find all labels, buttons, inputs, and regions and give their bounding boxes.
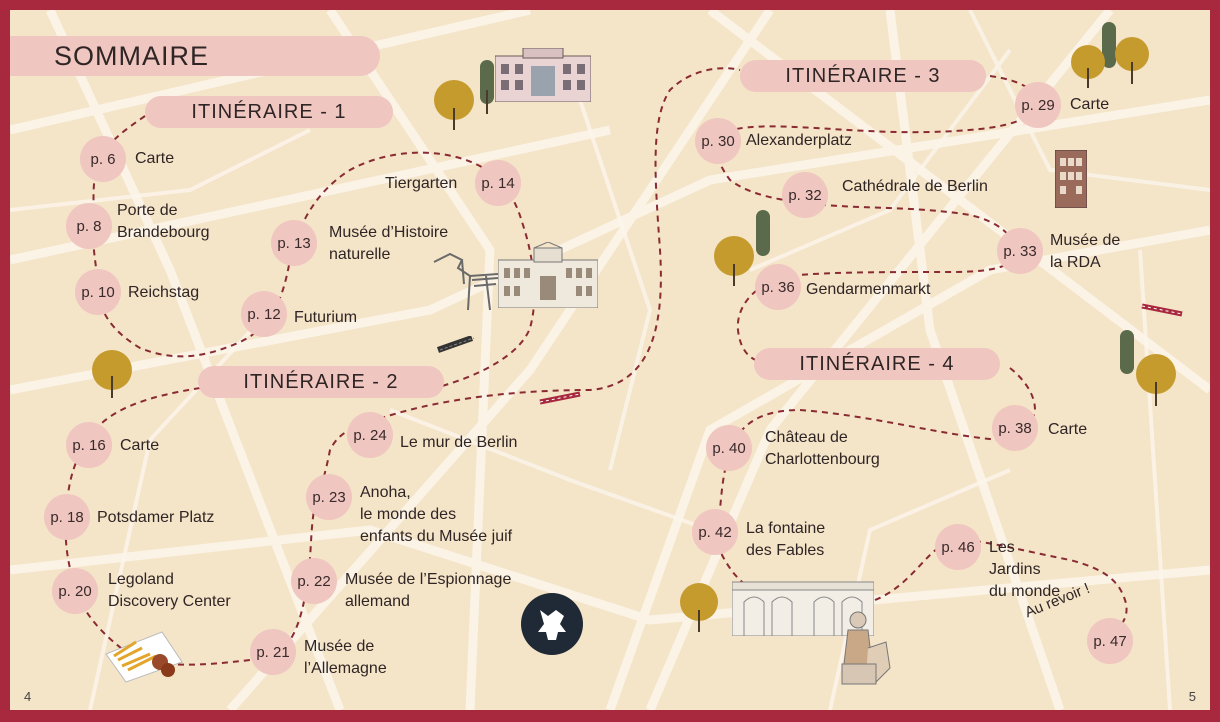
stop-page-badge[interactable]: p. 12 — [241, 291, 287, 337]
stop-page-badge[interactable]: p. 24 — [347, 412, 393, 458]
stop-page-badge[interactable]: p. 32 — [782, 172, 828, 218]
fountain-icon — [732, 581, 874, 636]
stop-page-badge[interactable]: p. 29 — [1015, 82, 1061, 128]
itinerary-3-banner: ITINÉRAIRE - 3 — [740, 60, 986, 92]
train-icon — [1141, 303, 1183, 317]
stop-label[interactable]: Cathédrale de Berlin — [842, 178, 988, 195]
itinerary-4-banner: ITINÉRAIRE - 4 — [754, 348, 1000, 380]
stop-page-badge[interactable]: p. 38 — [992, 405, 1038, 451]
stop-label[interactable]: Musée de l’Espionnage allemand — [345, 571, 512, 610]
museum-icon — [1055, 150, 1087, 208]
stop-page-badge[interactable]: p. 6 — [80, 136, 126, 182]
train-icon — [539, 391, 581, 405]
tree-icon — [434, 60, 494, 130]
stop-label[interactable]: Musée de l’Allemagne — [304, 638, 387, 677]
stop-page-badge[interactable]: p. 33 — [997, 228, 1043, 274]
stop-page-badge[interactable]: p. 22 — [291, 558, 337, 604]
stop-label[interactable]: Carte — [135, 150, 175, 167]
stop-page-badge[interactable]: p. 20 — [52, 568, 98, 614]
stop-label[interactable]: Reichstag — [128, 284, 200, 301]
stop-page-badge[interactable]: p. 21 — [250, 629, 296, 675]
stop-page-badge[interactable]: p. 42 — [692, 509, 738, 555]
page-number-right: 5 — [1188, 689, 1196, 704]
tree-icon — [680, 583, 718, 632]
stop-page-badge[interactable]: p. 14 — [475, 160, 521, 206]
stop-label[interactable]: Carte — [120, 437, 160, 454]
stop-page-badge[interactable]: p. 23 — [306, 474, 352, 520]
page-number-left: 4 — [24, 689, 32, 704]
stop-page-badge[interactable]: p. 18 — [44, 494, 90, 540]
stop-page-badge[interactable]: p. 16 — [66, 422, 112, 468]
itinerary-4-path — [716, 367, 1128, 633]
stop-label[interactable]: Les Jardins du monde — [989, 539, 1061, 600]
stop-label[interactable]: Château de Charlottenbourg — [765, 429, 880, 468]
page-title: SOMMAIRE — [10, 36, 380, 76]
stop-page-badge[interactable]: p. 36 — [755, 264, 801, 310]
stop-label[interactable]: La fontaine des Fables — [746, 520, 826, 559]
stop-label[interactable]: Musée de la RDA — [1050, 232, 1121, 271]
museum-icon — [498, 242, 598, 308]
bear-badge-icon — [521, 593, 583, 655]
stop-label[interactable]: Anoha, le monde des enfants du Musée jui… — [360, 484, 513, 545]
stop-page-badge[interactable]: p. 47 — [1087, 618, 1133, 664]
train-icon — [437, 336, 475, 353]
stop-page-badge[interactable]: p. 8 — [66, 203, 112, 249]
tree-icon — [714, 210, 770, 286]
stop-label[interactable]: Porte de Brandebourg — [117, 202, 210, 241]
tree-icon — [1071, 22, 1149, 88]
stop-label[interactable]: Alexanderplatz — [746, 132, 852, 149]
stop-label[interactable]: Gendarmenmarkt — [806, 281, 931, 298]
building-icon — [495, 48, 591, 102]
statue-icon — [841, 611, 891, 685]
stop-label[interactable]: Musée d’Histoire naturelle — [329, 224, 449, 263]
stop-page-badge[interactable]: p. 30 — [695, 118, 741, 164]
tree-icon — [92, 350, 132, 398]
itinerary-1-banner: ITINÉRAIRE - 1 — [145, 96, 393, 128]
stop-label[interactable]: Carte — [1070, 96, 1110, 113]
itinerary-2-banner: ITINÉRAIRE - 2 — [198, 366, 444, 398]
table-of-contents-page: SOMMAIRE ITINÉRAIRE - 1 ITINÉRAIRE - 2 I… — [10, 10, 1210, 710]
stop-page-badge[interactable]: p. 46 — [935, 524, 981, 570]
itinerary-2-path — [64, 67, 741, 666]
stop-label[interactable]: Tiergarten — [385, 175, 458, 192]
fries-icon — [105, 631, 183, 683]
stop-label[interactable]: Potsdamer Platz — [97, 509, 215, 526]
stop-page-badge[interactable]: p. 10 — [75, 269, 121, 315]
stop-page-badge[interactable]: p. 40 — [706, 425, 752, 471]
tree-icon — [1120, 330, 1176, 406]
stop-label[interactable]: Carte — [1048, 421, 1088, 438]
stop-label[interactable]: Futurium — [294, 309, 358, 326]
stop-page-badge[interactable]: p. 13 — [271, 220, 317, 266]
stop-label[interactable]: Legoland Discovery Center — [108, 571, 231, 610]
stop-label[interactable]: Le mur de Berlin — [400, 434, 518, 451]
